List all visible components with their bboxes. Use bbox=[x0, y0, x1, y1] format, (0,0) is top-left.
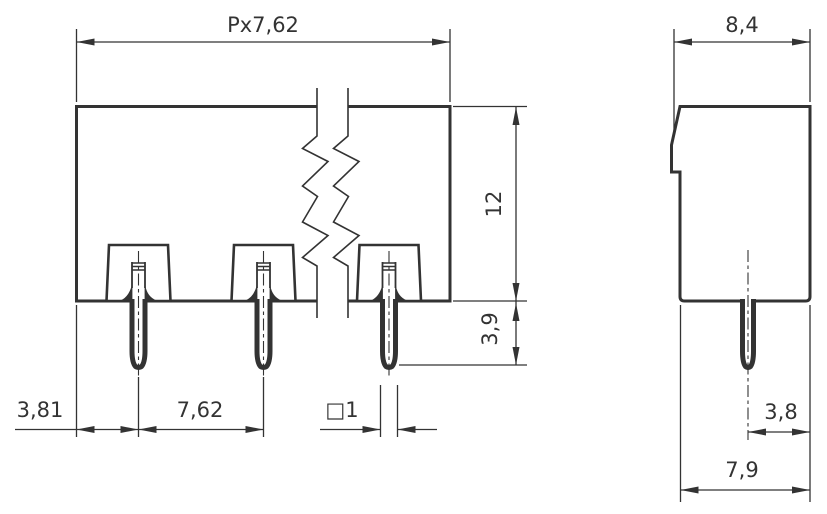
break-line bbox=[301, 88, 330, 318]
arrowhead-left bbox=[397, 426, 416, 433]
extension-line bbox=[673, 29, 811, 135]
dimension-body-depth: 7,9 bbox=[679, 305, 810, 502]
dimension-pin-pitch: 7,62 bbox=[138, 377, 265, 437]
dim-label-overall-depth: 8,4 bbox=[725, 13, 758, 37]
side-pin bbox=[740, 250, 756, 440]
arrowhead-right bbox=[792, 486, 810, 494]
arrowhead-left bbox=[674, 38, 692, 46]
dimension-overall-depth: 8,4 bbox=[673, 13, 811, 135]
dim-label-pin-protrusion: 3,9 bbox=[478, 312, 502, 345]
extension-line bbox=[75, 29, 451, 102]
dim-label-pin-to-face: 3,8 bbox=[764, 400, 797, 424]
side-view: 8,4 3,8 7,9 bbox=[670, 13, 812, 502]
arrowhead-right bbox=[245, 426, 264, 433]
dim-label-body-depth: 7,9 bbox=[725, 458, 758, 482]
arrowhead-down bbox=[512, 347, 520, 365]
front-view: Px7,62 12 3,9 3,81 bbox=[15, 13, 527, 437]
arrowhead-left bbox=[138, 426, 157, 433]
break-line bbox=[332, 88, 361, 318]
dimension-pin-protrusion: 3,9 bbox=[399, 301, 527, 366]
arrowhead-right bbox=[792, 428, 810, 436]
arrowhead-left bbox=[76, 38, 95, 46]
dimension-pitch-total: Px7,62 bbox=[75, 13, 451, 102]
break-lines bbox=[301, 88, 361, 318]
pin-solder-flare bbox=[245, 285, 282, 302]
arrowhead-left bbox=[680, 486, 699, 494]
dim-label-pin-square: □1 bbox=[325, 398, 358, 422]
dimension-pin-to-face: 3,8 bbox=[748, 305, 811, 502]
arrowhead-left bbox=[748, 428, 766, 436]
pin-unit bbox=[230, 243, 297, 376]
arrowhead-left bbox=[76, 426, 95, 433]
dim-label-pin-pitch: 7,62 bbox=[177, 398, 224, 422]
arrowhead-right bbox=[362, 426, 381, 433]
side-body-outline bbox=[670, 105, 812, 303]
arrowhead-right bbox=[792, 38, 810, 46]
extension-line bbox=[75, 305, 140, 437]
dim-label-body-height: 12 bbox=[482, 191, 506, 218]
pin-unit bbox=[355, 243, 423, 376]
arrowhead-right bbox=[120, 426, 139, 433]
arrowhead-up bbox=[512, 303, 520, 321]
pin-solder-flare bbox=[120, 285, 157, 302]
dim-label-edge-to-pin: 3,81 bbox=[17, 398, 64, 422]
dimension-pin-square: □1 bbox=[320, 385, 437, 437]
arrowhead-right bbox=[432, 38, 450, 46]
pin-solder-flare bbox=[371, 285, 407, 302]
dimension-body-height: 12 bbox=[453, 105, 527, 302]
dim-label-pitch-total: Px7,62 bbox=[227, 13, 299, 37]
pin-unit bbox=[105, 243, 172, 376]
extension-line bbox=[379, 385, 399, 437]
arrowhead-up bbox=[512, 107, 520, 125]
extension-line bbox=[453, 105, 527, 302]
arrowhead-down bbox=[512, 283, 520, 301]
